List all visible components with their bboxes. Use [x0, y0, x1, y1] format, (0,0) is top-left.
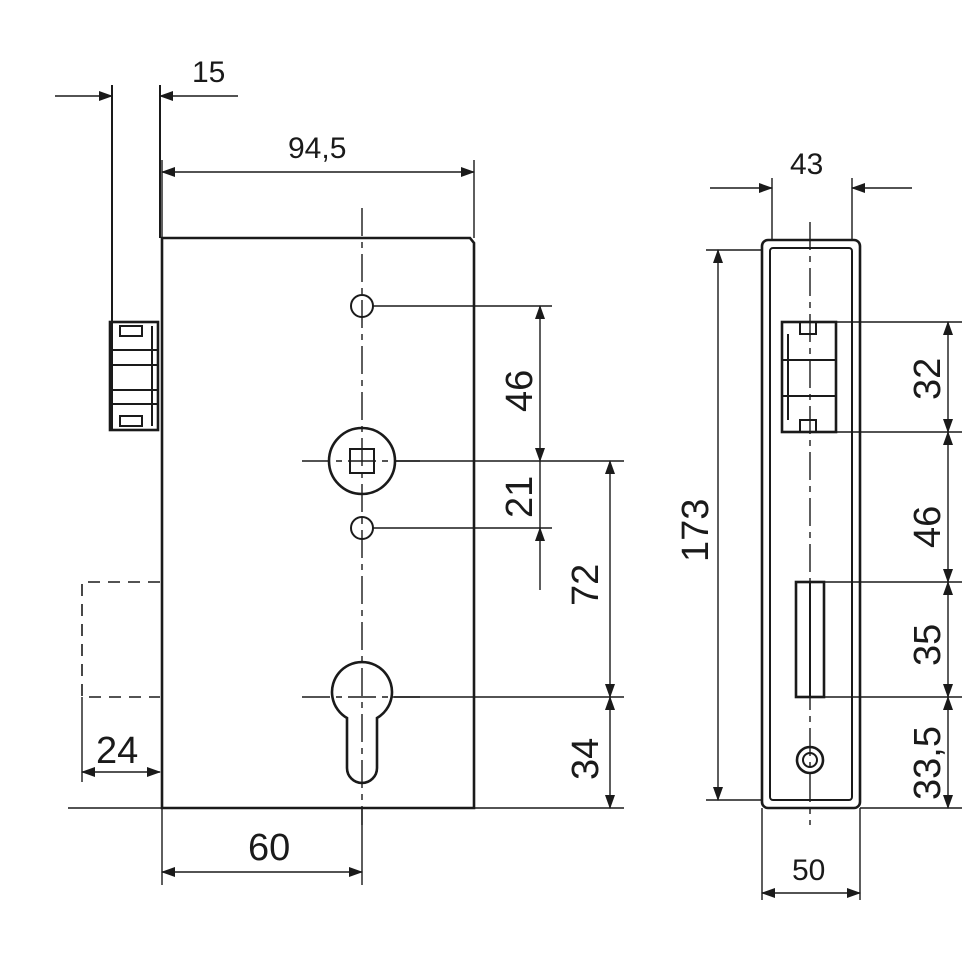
front-view: 15 94,5 46 21 72 34 24: [55, 56, 624, 885]
dim-21-label: 21: [499, 476, 541, 518]
dim-46-side: 46: [907, 431, 953, 583]
dim-46-side-label: 46: [907, 506, 949, 548]
dim-32-label: 32: [907, 358, 949, 400]
dim-15: 15: [55, 56, 238, 101]
dim-72: 72: [565, 460, 615, 698]
dim-72-label: 72: [565, 564, 607, 606]
dim-15-label: 15: [192, 56, 225, 89]
side-latch: [780, 320, 838, 434]
dim-46-front: 46: [499, 305, 545, 462]
dim-94-5: 94,5: [161, 132, 475, 177]
dim-43-label: 43: [790, 148, 823, 181]
dim-50-label: 50: [792, 854, 825, 887]
dim-60: 60: [161, 827, 363, 877]
dim-24: 24: [81, 730, 161, 777]
dim-50: 50: [761, 854, 861, 898]
latch-bolt: [108, 320, 160, 432]
lock-case-inner: [769, 247, 853, 801]
dim-60-label: 60: [248, 827, 290, 869]
dim-34-label: 34: [565, 738, 607, 780]
faceplate-outer: [760, 238, 862, 810]
deadbolt-dashed-outline: [81, 581, 160, 698]
side-screw: [795, 745, 825, 775]
lock-body-outline: [160, 236, 476, 810]
dim-46-front-label: 46: [499, 370, 541, 412]
dim-94-5-label: 94,5: [288, 132, 346, 165]
dim-173: 173: [675, 249, 723, 801]
dim-35-label: 35: [907, 624, 949, 666]
dim-33-5: 33,5: [907, 696, 953, 809]
dim-24-label: 24: [96, 730, 138, 772]
cylinder-hole: [330, 660, 394, 785]
dim-43: 43: [710, 148, 912, 193]
dim-35: 35: [907, 581, 953, 698]
side-view: 43 173 32 46 35 33,5 50: [675, 148, 962, 900]
dim-173-label: 173: [675, 499, 717, 562]
dim-34-front: 34: [565, 696, 615, 809]
dim-21: 21: [499, 461, 545, 590]
dim-33-5-label: 33,5: [907, 726, 949, 800]
dim-32: 32: [907, 321, 953, 433]
